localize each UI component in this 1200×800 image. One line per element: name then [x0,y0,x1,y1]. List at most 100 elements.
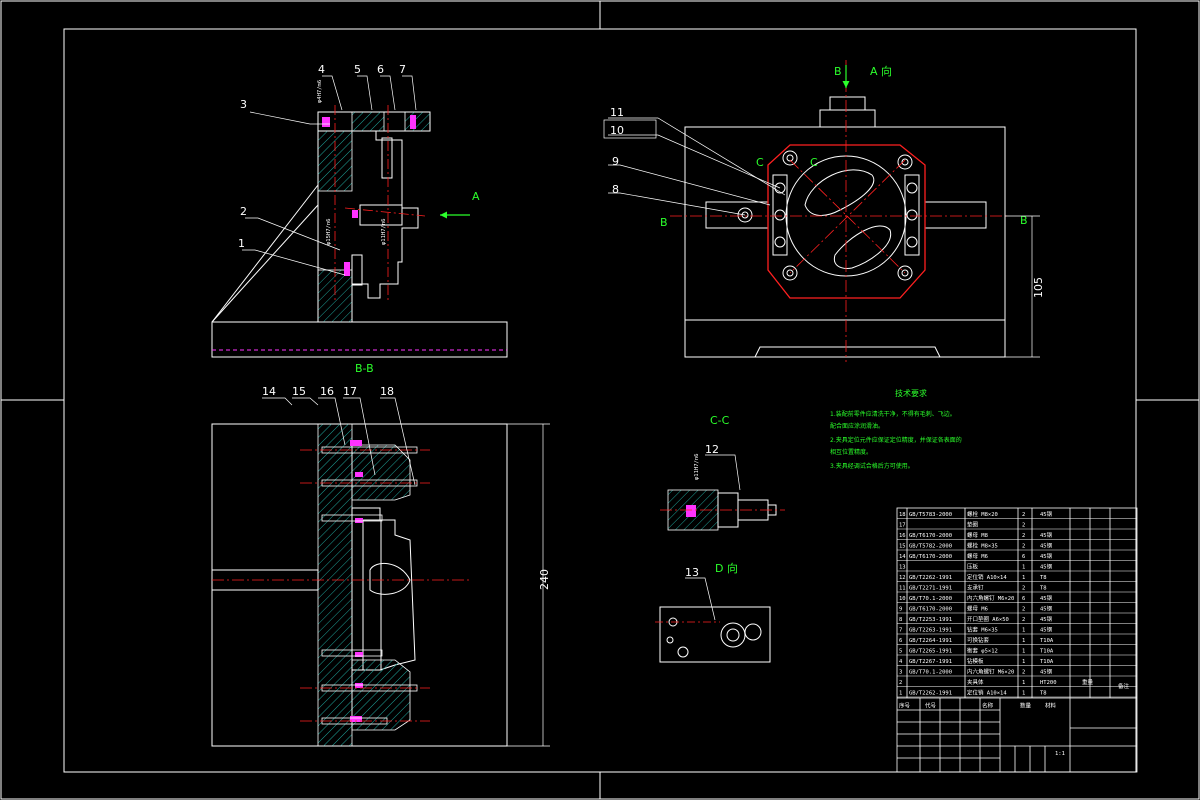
bom-cell-code: GB/T2263-1991 [909,628,952,634]
section-cc-title: C-C [710,414,730,427]
part-number-12: 12 [705,443,719,456]
bom-cell-mat: T10A [1040,638,1054,644]
bom-cell-mat: T8 [1040,575,1047,581]
bom-header-name: 名称 [982,702,994,710]
bom-cell-qty: 1 [1022,638,1025,644]
bom-cell-mat: 45钢 [1040,563,1053,571]
fit-tolerance-low: φ15H7/n6 [326,219,332,246]
bom-cell-no: 18 [899,512,906,518]
bom-cell-mat: 45钢 [1040,510,1053,518]
bom-cell-qty: 1 [1022,565,1025,571]
bom-cell-mat: 45钢 [1040,605,1053,613]
bom-cell-code: GB/T5783-2000 [909,512,952,518]
bom-cell-name: 定位销 A10×14 [967,573,1007,581]
part-number-6: 6 [377,63,384,76]
part-number-4: 4 [318,63,325,76]
bom-cell-no: 4 [899,659,903,665]
part-number-13: 13 [685,566,699,579]
bom-cell-name: 钻模板 [967,657,984,665]
dimension-240: 240 [538,569,551,590]
cut-c-right: C [810,156,818,169]
bom-cell-name: 螺栓 M8×20 [967,510,998,518]
bom-cell-qty: 1 [1022,649,1025,655]
bom-cell-name: 钻套 M6×35 [967,626,998,634]
bom-cell-mat: 45钢 [1040,531,1053,539]
bom-cell-no: 9 [899,607,902,613]
bom-cell-no: 2 [899,680,902,686]
bom-header-no: 序号 [899,702,911,710]
dimension-105: 105 [1032,277,1045,298]
notes-line-2: 配合面应涂润滑油。 [830,422,884,430]
bom-cell-no: 7 [899,628,902,634]
bom-cell-no: 11 [899,586,906,592]
cut-b-left: B [660,216,668,229]
view-d: D 向 13 [655,561,771,663]
part-number-15: 15 [292,385,306,398]
notes-line-1: 1.装配前零件应清洗干净，不得有毛刺、飞边。 [830,410,956,418]
bom-cell-code: GB/T2262-1991 [909,691,952,697]
notes-line-3: 2.夹具定位元件应保证定位精度，并保证各表面的 [830,436,962,444]
bom-cell-no: 10 [899,596,906,602]
bom-cell-qty: 2 [1022,617,1025,623]
technical-requirements: 技术要求 1.装配前零件应清洗干净，不得有毛刺、飞边。 配合面应涂润滑油。 2.… [830,388,962,470]
bom-cell-name: 可换钻套 [967,636,990,644]
bom-cell-no: 15 [899,544,906,550]
bom-cell-mat: 45钢 [1040,626,1053,634]
notes-title: 技术要求 [895,388,927,398]
view-d-title: D 向 [715,561,738,575]
bom-cell-name: 支承钉 [967,584,984,592]
bom-cell-mat: T8 [1040,586,1047,592]
bom-cell-no: 1 [899,691,902,697]
bom-cell-qty: 1 [1022,680,1025,686]
bom-cell-name: 内六角螺钉 M6×20 [967,594,1014,602]
bom-cell-qty: 2 [1022,607,1025,613]
bom-cell-no: 14 [899,554,906,560]
notes-line-4: 相互位置精度。 [830,448,872,456]
bom-cell-no: 16 [899,533,906,539]
bom-cell-mat: 45钢 [1040,615,1053,623]
bom-cell-code: GB/T2267-1991 [909,659,952,665]
part-number-3: 3 [240,98,247,111]
bom-cell-code: GB/T6170-2000 [909,607,952,613]
bom-cell-name: 垫圈 [967,521,979,529]
bom-cell-qty: 1 [1022,659,1025,665]
bom-header-code: 代号 [925,702,937,710]
bom-cell-mat: 45钢 [1040,542,1053,550]
fit-tolerance-top: φ4H7/m6 [317,80,323,103]
part-number-18: 18 [380,385,394,398]
bom-cell-qty: 1 [1022,691,1025,697]
part-number-17: 17 [343,385,357,398]
section-bb-view: A B-B 3 4 5 6 7 2 1 φ4H7/m6 φ15H7/n6 φ11… [211,63,508,375]
cut-b-right: B [1020,214,1028,227]
part-number-1: 1 [238,237,245,250]
bom-cell-code: GB/T70.1-2000 [909,670,952,676]
bom-cell-mat: 45钢 [1040,668,1053,676]
bom-cell-mat: T10A [1040,649,1054,655]
bom-cell-name: 螺母 M8 [967,531,988,539]
bom-cell-qty: 2 [1022,512,1025,518]
bom-cell-name: 压板 [967,563,979,571]
bom-header-note: 备注 [1118,682,1130,690]
part-number-7: 7 [399,63,406,76]
bom-cell-mat: 45钢 [1040,594,1053,602]
part-number-9: 9 [612,155,619,168]
bom-cell-qty: 1 [1022,628,1025,634]
bom-cell-no: 17 [899,523,906,529]
bom-cell-no: 8 [899,617,902,623]
bom-cell-no: 3 [899,670,902,676]
view-a-title: A 向 [870,64,892,78]
bom-cell-name: 螺母 M6 [967,552,988,560]
part-number-14: 14 [262,385,276,398]
bom-cell-code: GB/T2253-1991 [909,617,952,623]
bom-cell-code: GB/T5782-2000 [909,544,952,550]
bom-cell-name: 螺栓 M8×35 [967,542,998,550]
fit-tolerance-mid: φ11H7/n6 [381,219,387,246]
bom-cell-mat: HT200 [1040,680,1057,686]
part-number-2: 2 [240,205,247,218]
view-arrow-a-label: A [472,190,480,203]
bom-cell-no: 12 [899,575,906,581]
part-number-5: 5 [354,63,361,76]
